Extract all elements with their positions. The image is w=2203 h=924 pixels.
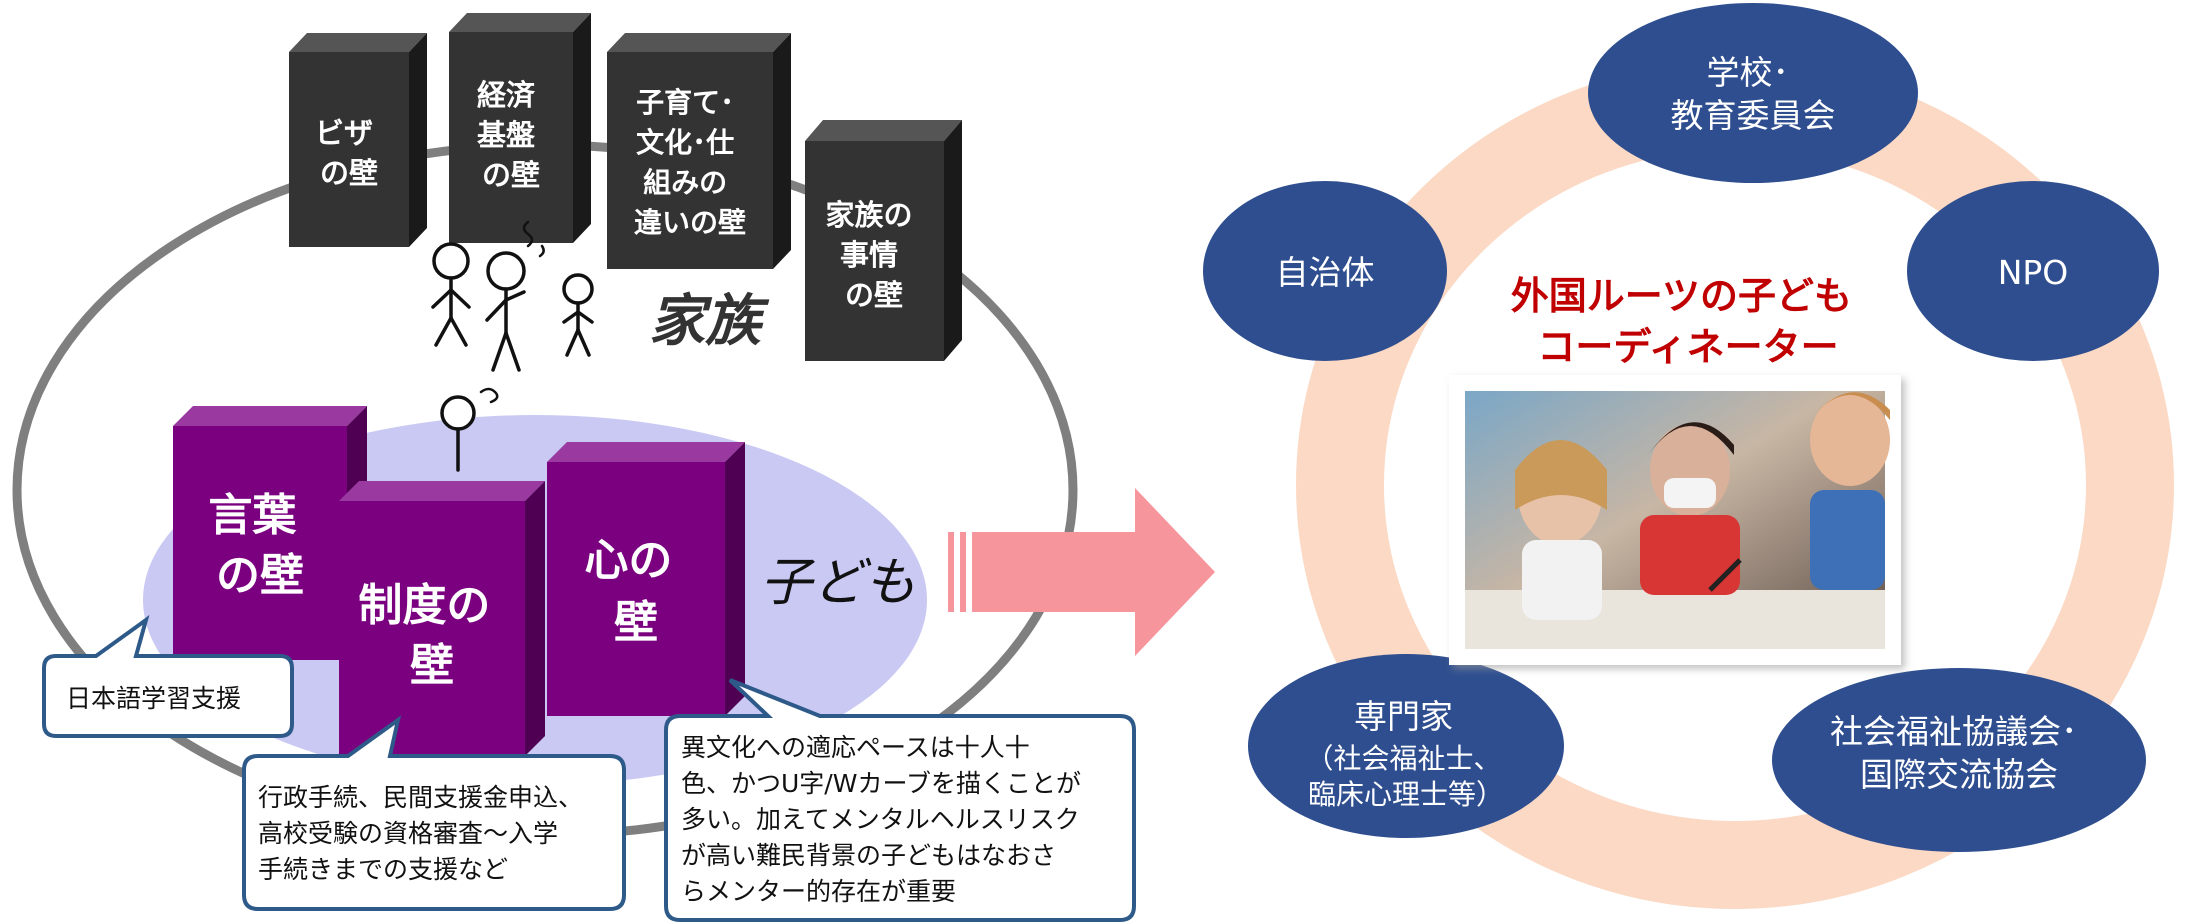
wall-system bbox=[339, 481, 545, 756]
callout-mental-text: 異文化への適応ペースは十人十 色、かつU字/Wカーブを描くことが 多い。加えてメ… bbox=[681, 733, 1089, 906]
callout-procedures-text: 行政手続、民間支援金申込、 高校受験の資格審査～入学 手続きまでの支援など bbox=[258, 783, 591, 884]
wall-heart bbox=[547, 442, 745, 716]
partner-npo-oval bbox=[1907, 181, 2159, 361]
callout-mental bbox=[664, 678, 1136, 922]
wall-culture-label: 子育て･ 文化･仕 組みの 違いの壁 bbox=[634, 86, 746, 239]
partner-npo-label: NPO bbox=[1998, 253, 2069, 292]
wall-system-label: 制度の 壁 bbox=[358, 580, 505, 691]
wall-family-label: 家族の 事情 の壁 bbox=[825, 198, 922, 312]
wall-language bbox=[173, 406, 367, 660]
callout-procedures bbox=[242, 715, 626, 911]
classroom-photo bbox=[1449, 375, 1901, 665]
wall-economy bbox=[449, 13, 591, 243]
partner-school-oval bbox=[1588, 3, 1918, 183]
wall-heart-label: 心の 壁 bbox=[584, 535, 687, 648]
partner-school-label: 学校･ 教育委員会 bbox=[1671, 53, 1836, 135]
partner-municipality-oval bbox=[1203, 181, 1447, 361]
child-label: 子ども bbox=[760, 553, 916, 613]
arrow-right-icon bbox=[948, 488, 1215, 656]
wall-visa-label: ビザ の壁 bbox=[315, 116, 383, 190]
coordinator-title: 外国ルーツの子ども コーディネーター bbox=[1511, 274, 1865, 369]
wall-culture bbox=[607, 33, 791, 269]
partner-municipality-label: 自治体 bbox=[1276, 253, 1375, 292]
child-walls bbox=[173, 406, 745, 756]
partner-welfare-council-oval bbox=[1772, 668, 2146, 852]
callout-japanese bbox=[42, 615, 294, 738]
partner-experts-label: 専門家 （社会福祉士、 臨床心理士等） bbox=[1305, 697, 1506, 811]
wall-economy-label: 経済 基盤 の壁 bbox=[477, 78, 545, 192]
child-figure-icon bbox=[440, 387, 499, 472]
family-walls bbox=[289, 13, 962, 361]
partner-welfare-council-label: 社会福祉協議会･ 国際交流協会 bbox=[1830, 712, 2088, 794]
wall-visa bbox=[289, 33, 427, 247]
wall-family-circumstances bbox=[805, 120, 962, 361]
family-label: 家族 bbox=[649, 289, 770, 354]
partner-experts-oval bbox=[1248, 654, 1564, 838]
family-figures-icon bbox=[431, 220, 594, 372]
wall-language-label: 言葉 の壁 bbox=[208, 490, 311, 601]
callout-japanese-text: 日本語学習支援 bbox=[66, 684, 241, 713]
